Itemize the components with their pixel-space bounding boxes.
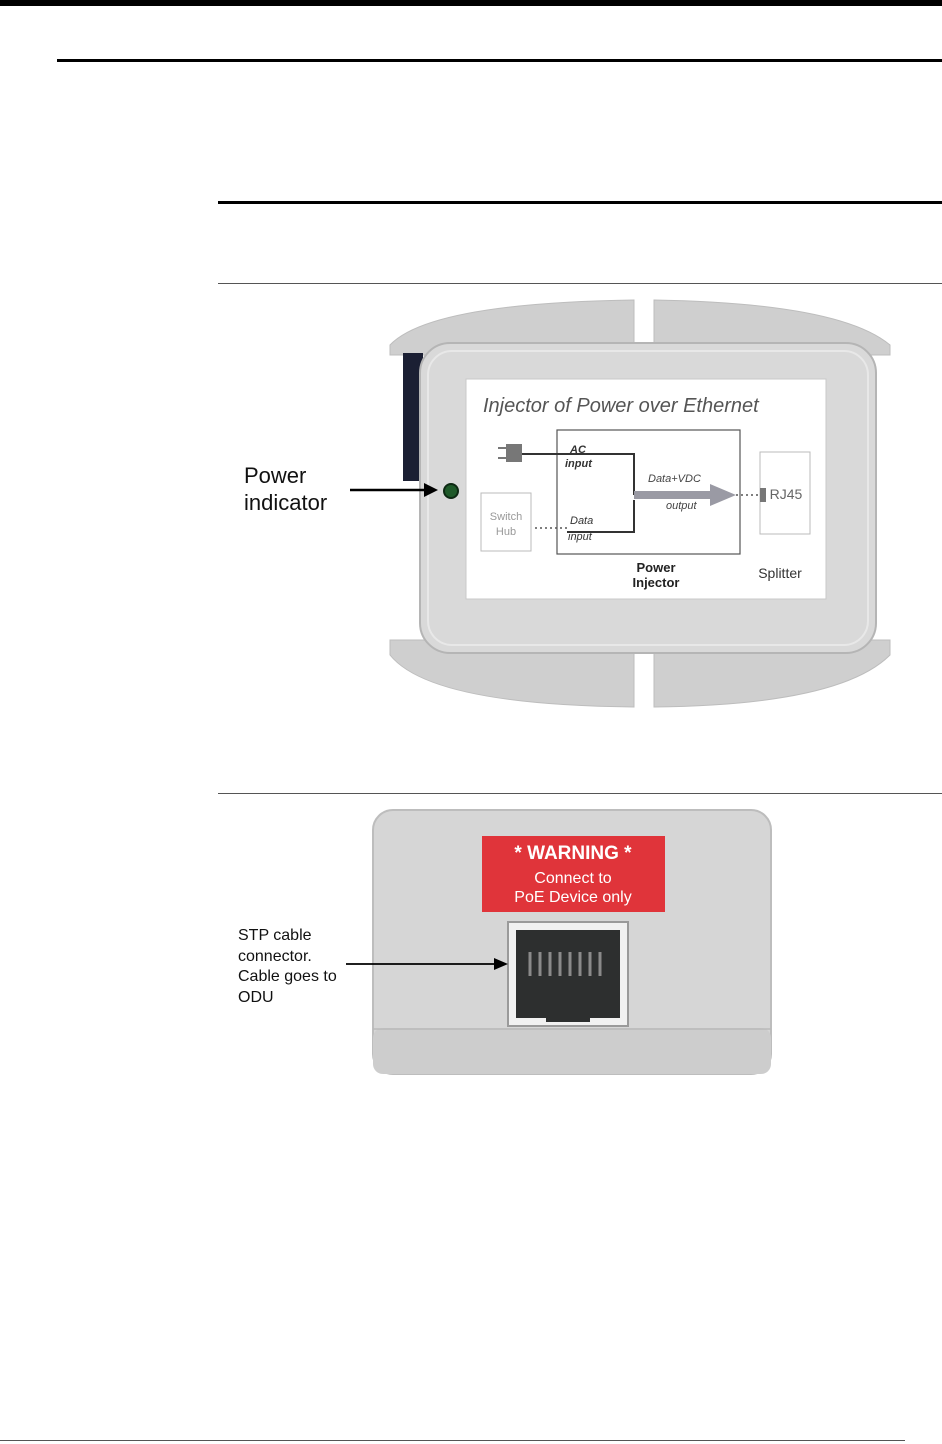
power-indicator-callout: Power indicator <box>244 462 327 516</box>
label-rj45: RJ45 <box>770 486 803 502</box>
warning-line: PoE Device only <box>514 889 631 906</box>
footer-rule <box>0 1440 905 1441</box>
table-top-rule <box>218 201 942 204</box>
callout-line: indicator <box>244 489 327 516</box>
callout-line: connector. <box>238 947 337 968</box>
callout-line: STP cable <box>238 926 337 947</box>
label-injector: Injector <box>633 575 680 590</box>
stp-connector-arrow <box>346 956 510 972</box>
warning-line: Connect to <box>534 870 611 887</box>
power-injector-figure: Injector of Power over Ethernet AC input… <box>230 295 930 715</box>
label-dvdc: Data+VDC <box>648 473 701 485</box>
table-row-divider <box>218 283 942 284</box>
callout-line: Cable goes to <box>238 967 337 988</box>
label-hub: Hub <box>496 526 516 538</box>
header-top-bar <box>0 0 942 6</box>
callout-line: ODU <box>238 988 337 1009</box>
label-switch: Switch <box>490 511 522 523</box>
splitter-photo: * WARNING * Connect to PoE Device only <box>370 808 775 1078</box>
power-indicator-led <box>444 484 458 498</box>
splitter-figure: * WARNING * Connect to PoE Device only <box>370 808 775 1078</box>
power-injector-photo: Injector of Power over Ethernet AC input… <box>230 295 930 715</box>
label-power: Power <box>636 560 675 575</box>
table-row-divider <box>218 793 942 794</box>
label-splitter: Splitter <box>758 565 802 581</box>
label-ac-input: input <box>565 458 593 470</box>
label-output: output <box>666 500 698 512</box>
label-title: Injector of Power over Ethernet <box>483 395 760 417</box>
header-rule <box>57 59 942 62</box>
label-data: Data <box>570 515 593 527</box>
callout-line: Power <box>244 462 327 489</box>
warning-title: * WARNING * <box>514 843 632 864</box>
label-data-input: input <box>568 531 593 543</box>
label-ac: AC <box>569 444 587 456</box>
power-indicator-arrow <box>350 480 440 500</box>
stp-connector-callout: STP cable connector. Cable goes to ODU <box>238 926 337 1008</box>
